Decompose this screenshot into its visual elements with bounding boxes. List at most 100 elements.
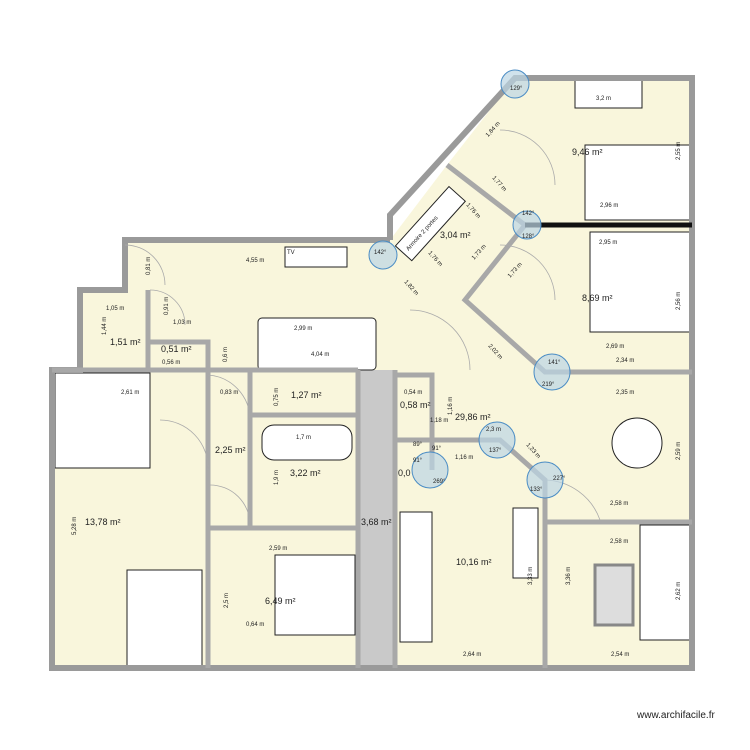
wall-v (148, 339, 211, 370)
angle-label: 137° (489, 448, 502, 454)
room-area-label: 3,04 m² (440, 230, 471, 240)
dimension-label: 2,61 m (121, 390, 139, 396)
room-area-label: 3,22 m² (290, 468, 321, 478)
dimension-label: 1,16 m (448, 397, 454, 415)
dimension-label: 2,59 m (676, 442, 682, 460)
angle-label: 142° (522, 211, 535, 217)
angle-label: 219° (542, 382, 555, 388)
desk (574, 77, 643, 109)
dimension-label: 0,81 m (146, 257, 152, 275)
outer-wall (49, 75, 695, 671)
dimension-label: 1,03 m (173, 320, 191, 326)
angle-marker (368, 240, 398, 270)
bed-small (639, 524, 693, 641)
door (149, 289, 186, 326)
dimension-label: 2,55 m (676, 142, 682, 160)
kitchen-island (512, 507, 539, 579)
dimension-label: 1,16 m (455, 455, 473, 461)
bed-right (589, 231, 693, 333)
dimension-label: 3,33 m (528, 567, 534, 585)
room-area-label: 2,25 m² (215, 445, 246, 455)
angle-marker (411, 451, 449, 489)
dimension-label: 2,54 m (611, 652, 629, 658)
wall-v (208, 370, 358, 531)
door (209, 484, 251, 526)
door (207, 374, 251, 421)
angle-label: 128° (522, 234, 535, 240)
dimension-label: 1,9 m (274, 470, 280, 485)
bathtub (261, 424, 353, 461)
dimension-label: 2,95 m (599, 240, 617, 246)
angle-marker (478, 421, 516, 459)
room-area-label: 3,68 m² (361, 517, 392, 527)
angle-marker (500, 69, 530, 99)
angle-marker (512, 210, 542, 240)
wall-diagonal (445, 163, 692, 375)
angle-label: 142° (374, 250, 387, 256)
dimension-label: 0,75 m (274, 388, 280, 406)
dimension-label: 2,99 m (294, 326, 312, 332)
room-area-label: 10,16 m² (456, 557, 492, 567)
dimension-label: 5,28 m (72, 517, 78, 535)
dimension-label: 2,96 m (600, 203, 618, 209)
dimension-label: 3,36 m (566, 567, 572, 585)
angle-label: 91° (432, 446, 442, 452)
dimension-label: 0,64 m (246, 622, 264, 628)
room-area-label: 6,49 m² (265, 596, 296, 606)
watermark: www.archifacile.fr (636, 710, 715, 721)
dimension-label: 0,54 m (404, 390, 422, 396)
dining-table (611, 417, 663, 469)
angle-label: 133° (530, 487, 543, 493)
door (499, 244, 556, 301)
dimension-label: 2,62 m (676, 582, 682, 600)
door (159, 419, 209, 471)
angle-marker (533, 353, 571, 391)
dimension-label: 2,64 m (463, 652, 481, 658)
sofa (257, 317, 377, 371)
dimension-label: 2,59 m (269, 546, 287, 552)
bed-top (584, 144, 693, 221)
room-area-label: 13,78 m² (85, 517, 121, 527)
door (499, 129, 556, 186)
dimension-label: 1,7 m (296, 435, 311, 441)
wardrobe (394, 185, 467, 262)
angle-label: 269° (433, 479, 446, 485)
dimension-label: 3,2 m (596, 96, 611, 102)
angle-markers: 129° 142° 128° 142° 141° 219° 91° 89° 91° 269… (368, 69, 571, 499)
dimension-label: 2,5 m (224, 593, 230, 608)
tv-unit (284, 246, 348, 268)
dimension-label: 0,6 m (223, 347, 229, 362)
room-areas: 9,46 m² 3,04 m² 8,69 m² 1,51 m² 0,51 m² … (85, 147, 613, 606)
angle-label: 227° (553, 476, 566, 482)
dimension-label: 4,04 m (311, 352, 329, 358)
corridor-floor (358, 370, 395, 668)
dimension-label: 2,69 m (606, 344, 624, 350)
dimension-label: 2,58 m (610, 539, 628, 545)
room-area-label: 0,58 m² (400, 400, 431, 410)
bed-left (54, 372, 151, 469)
dimension-label: 2,35 m (616, 390, 634, 396)
dimension-label: 1,05 m (106, 306, 124, 312)
room-area-label: 0,51 m² (161, 344, 192, 354)
angle-label: 141° (548, 360, 561, 366)
dimension-label: 4,55 m (246, 258, 264, 264)
room-area-label: 9,46 m² (572, 147, 603, 157)
room-area-label: 29,86 m² (455, 412, 491, 422)
angle-label: 91° (413, 458, 423, 464)
dimension-label: 0,91 m (164, 297, 170, 315)
angle-label: 89° (413, 442, 423, 448)
dimension-label: 2,34 m (616, 358, 634, 364)
dimension-label: 2,3 m (486, 427, 501, 433)
dimension-label: 0,56 m (162, 360, 180, 366)
angle-marker (526, 461, 564, 499)
tv-label: TV (287, 250, 295, 256)
rug (593, 563, 635, 627)
room-area-label: 1,27 m² (291, 390, 322, 400)
dimension-label: 2,58 m (610, 501, 628, 507)
angle-label: 129° (510, 86, 523, 92)
furniture: TV Armoire 2 portes (54, 77, 693, 669)
dimension-label: 0,83 m (220, 390, 238, 396)
kitchen-counter (399, 511, 433, 643)
dimension-label: 1,44 m (102, 317, 108, 335)
